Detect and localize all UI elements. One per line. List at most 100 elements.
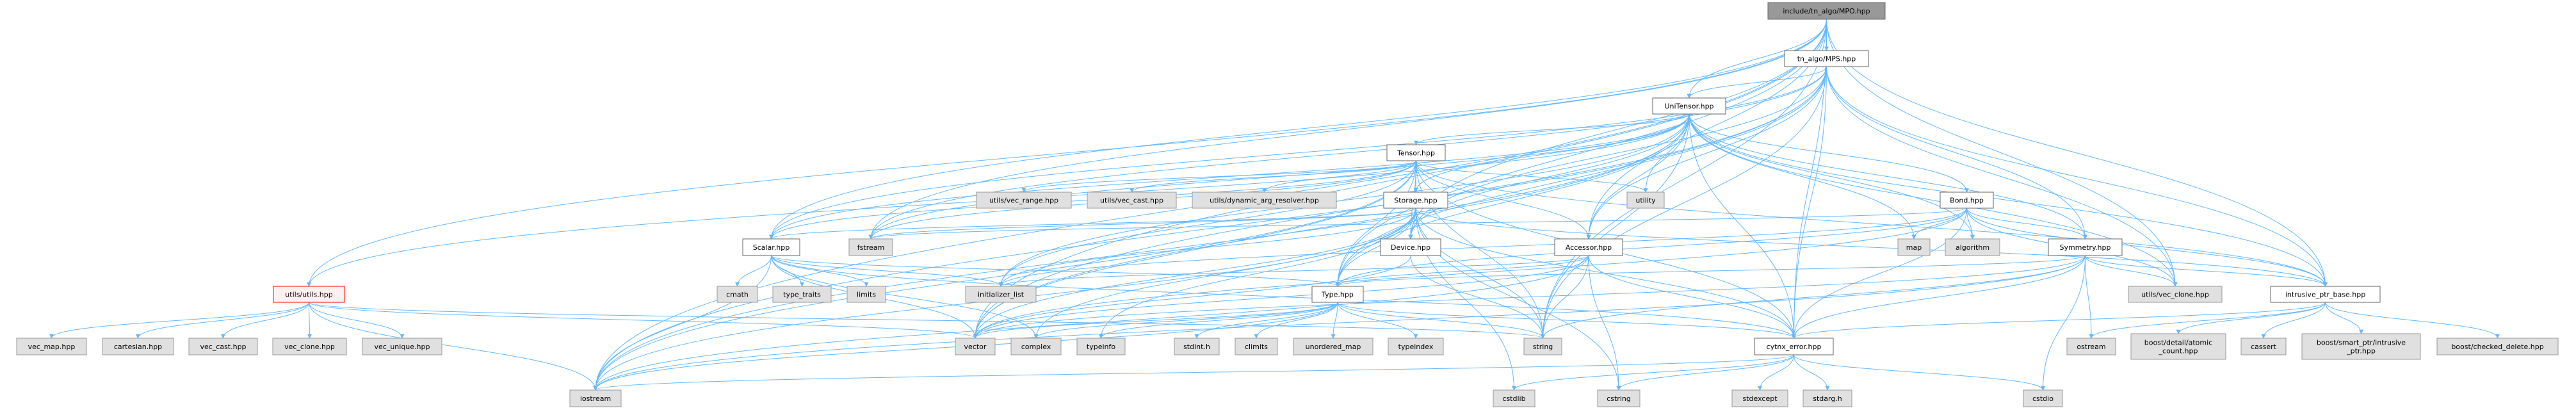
edge-mps-to-intrusive_ptr_base <box>1826 66 2328 287</box>
edge-unitensor-to-initializer_list <box>998 113 1690 287</box>
edge-utils-to-vec_map <box>49 302 309 339</box>
node-box <box>2240 338 2287 355</box>
edge-mps-to-unitensor <box>1687 66 1827 99</box>
node-scalar[interactable]: Scalar.hpp <box>742 238 800 256</box>
edge-mps-to-fstream <box>868 66 1827 240</box>
node-box <box>1010 338 1062 355</box>
edge-symmetry-to-type <box>1335 255 2086 287</box>
edge-type-to-typeindex <box>1337 302 1418 339</box>
node-label: vector <box>964 343 987 351</box>
node-box <box>1386 144 1446 161</box>
node-label: Symmetry.hpp <box>2060 243 2111 252</box>
node-label: utils/vec_cast.hpp <box>1100 197 1163 205</box>
node-box <box>1383 192 1448 209</box>
node-map: map <box>1897 238 1931 256</box>
edge-unitensor-to-iostream <box>593 113 1690 391</box>
node-type[interactable]: Type.hpp <box>1311 286 1364 303</box>
node-box <box>847 286 886 303</box>
node-mpo[interactable]: include/tn_algo/MPO.hpp <box>1767 2 1886 20</box>
node-vec_clone_u: utils/vec_clone.hpp <box>2128 286 2223 303</box>
edge-scalar-to-type <box>771 255 1340 287</box>
node-utils[interactable]: utils/utils.hpp <box>273 286 345 303</box>
edge-mps-to-cytnx_error <box>1792 66 1827 339</box>
node-unitensor[interactable]: UniTensor.hpp <box>1652 97 1726 115</box>
node-box <box>2066 338 2116 355</box>
node-tensor[interactable]: Tensor.hpp <box>1386 144 1446 161</box>
node-label: fstream <box>857 243 884 252</box>
node-label: vec_unique.hpp <box>375 343 430 351</box>
node-vec_map: vec_map.hpp <box>16 338 87 355</box>
edge-utils-to-cartesian <box>136 302 309 339</box>
edge-scalar-to-initializer_list <box>771 255 1003 287</box>
node-label: initializer_list <box>978 291 1025 299</box>
node-label: UniTensor.hpp <box>1664 102 1713 111</box>
node-label: boost/checked_delete.hpp <box>2451 343 2543 351</box>
edge-utils-to-vec_clone <box>307 302 312 339</box>
edge-tensor-to-initializer_list <box>998 160 1416 287</box>
node-box <box>273 286 345 303</box>
node-box <box>1897 238 1931 256</box>
edge-storage-to-initializer_list <box>998 208 1416 287</box>
edge-bond-to-cytnx_error <box>1792 208 1967 339</box>
edge-intrusive_ptr_base-to-ostream <box>2089 302 2326 339</box>
node-box <box>2130 333 2226 360</box>
node-device[interactable]: Device.hpp <box>1380 238 1441 256</box>
edge-device-to-string <box>1410 255 1545 339</box>
node-cstdlib: cstdlib <box>1493 389 1535 407</box>
node-box <box>1554 238 1623 256</box>
edge-mpo-to-unitensor <box>1687 19 1827 99</box>
edge-mpo-to-scalar <box>769 19 1827 240</box>
edge-type-to-string <box>1337 302 1545 339</box>
edge-storage-to-typeinfo <box>1099 208 1416 339</box>
node-type_traits: type_traits <box>772 286 832 303</box>
edge-utils-to-vector <box>309 302 978 339</box>
edge-cytnx_error-to-stdexcept <box>1758 354 1794 391</box>
node-cstdio: cstdio <box>2023 389 2063 407</box>
node-box <box>1652 97 1726 115</box>
nodes-layer: include/tn_algo/MPO.hpp tn_algo/MPS.hppUn… <box>16 2 2559 407</box>
edge-bond-to-fstream <box>868 208 1967 240</box>
edge-tensor-to-accessor <box>1416 160 1591 240</box>
node-label: Scalar.hpp <box>753 243 790 252</box>
edge-unitensor-to-accessor <box>1586 113 1690 240</box>
node-label: climits <box>1245 343 1268 351</box>
node-box <box>1388 338 1444 355</box>
node-label: utils/vec_range.hpp <box>989 197 1058 205</box>
node-cstring: cstring <box>1597 389 1640 407</box>
edge-intrusive_ptr_base-to-atomic_count <box>2176 302 2326 334</box>
edge-symmetry-to-cstdio <box>2041 255 2086 391</box>
edge-accessor-to-string <box>1541 255 1589 339</box>
node-bond[interactable]: Bond.hpp <box>1940 192 1994 209</box>
node-cytnx_error[interactable]: cytnx_error.hpp <box>1754 338 1834 355</box>
node-label: boost/detail/atomic_count.hpp <box>2144 339 2212 355</box>
node-vec_clone: vec_clone.hpp <box>272 338 347 355</box>
edge-unitensor-to-vec_clone_u <box>1689 113 2178 287</box>
node-box <box>848 238 893 256</box>
edge-storage-to-string <box>1415 208 1545 339</box>
node-label: Storage.hpp <box>1394 197 1437 205</box>
node-box <box>955 338 996 355</box>
edge-type-to-typeinfo <box>1099 302 1338 339</box>
node-vec_unique: vec_unique.hpp <box>362 338 442 355</box>
edge-type-to-complex <box>1033 302 1338 339</box>
node-cmath: cmath <box>717 286 758 303</box>
edge-bond-to-intrusive_ptr_base <box>1966 208 2328 287</box>
node-box <box>2128 286 2223 303</box>
node-symmetry[interactable]: Symmetry.hpp <box>2048 238 2123 256</box>
node-box <box>717 286 758 303</box>
node-mps[interactable]: tn_algo/MPS.hpp <box>1784 50 1869 67</box>
node-cartesian: cartesian.hpp <box>102 338 174 355</box>
edge-storage-to-type <box>1335 208 1416 287</box>
edge-type-to-vector <box>973 302 1338 339</box>
node-intrusive_ptr_base[interactable]: intrusive_ptr_base.hpp <box>2270 286 2381 303</box>
node-box <box>1380 238 1441 256</box>
node-label: cstdlib <box>1502 395 1525 403</box>
node-storage[interactable]: Storage.hpp <box>1383 192 1448 209</box>
node-box <box>102 338 174 355</box>
node-label: vec_map.hpp <box>28 343 76 351</box>
node-label: complex <box>1021 343 1051 351</box>
node-accessor[interactable]: Accessor.hpp <box>1554 238 1623 256</box>
node-label: intrusive_ptr_base.hpp <box>2285 291 2365 299</box>
edge-mps-to-type <box>1335 66 1827 287</box>
